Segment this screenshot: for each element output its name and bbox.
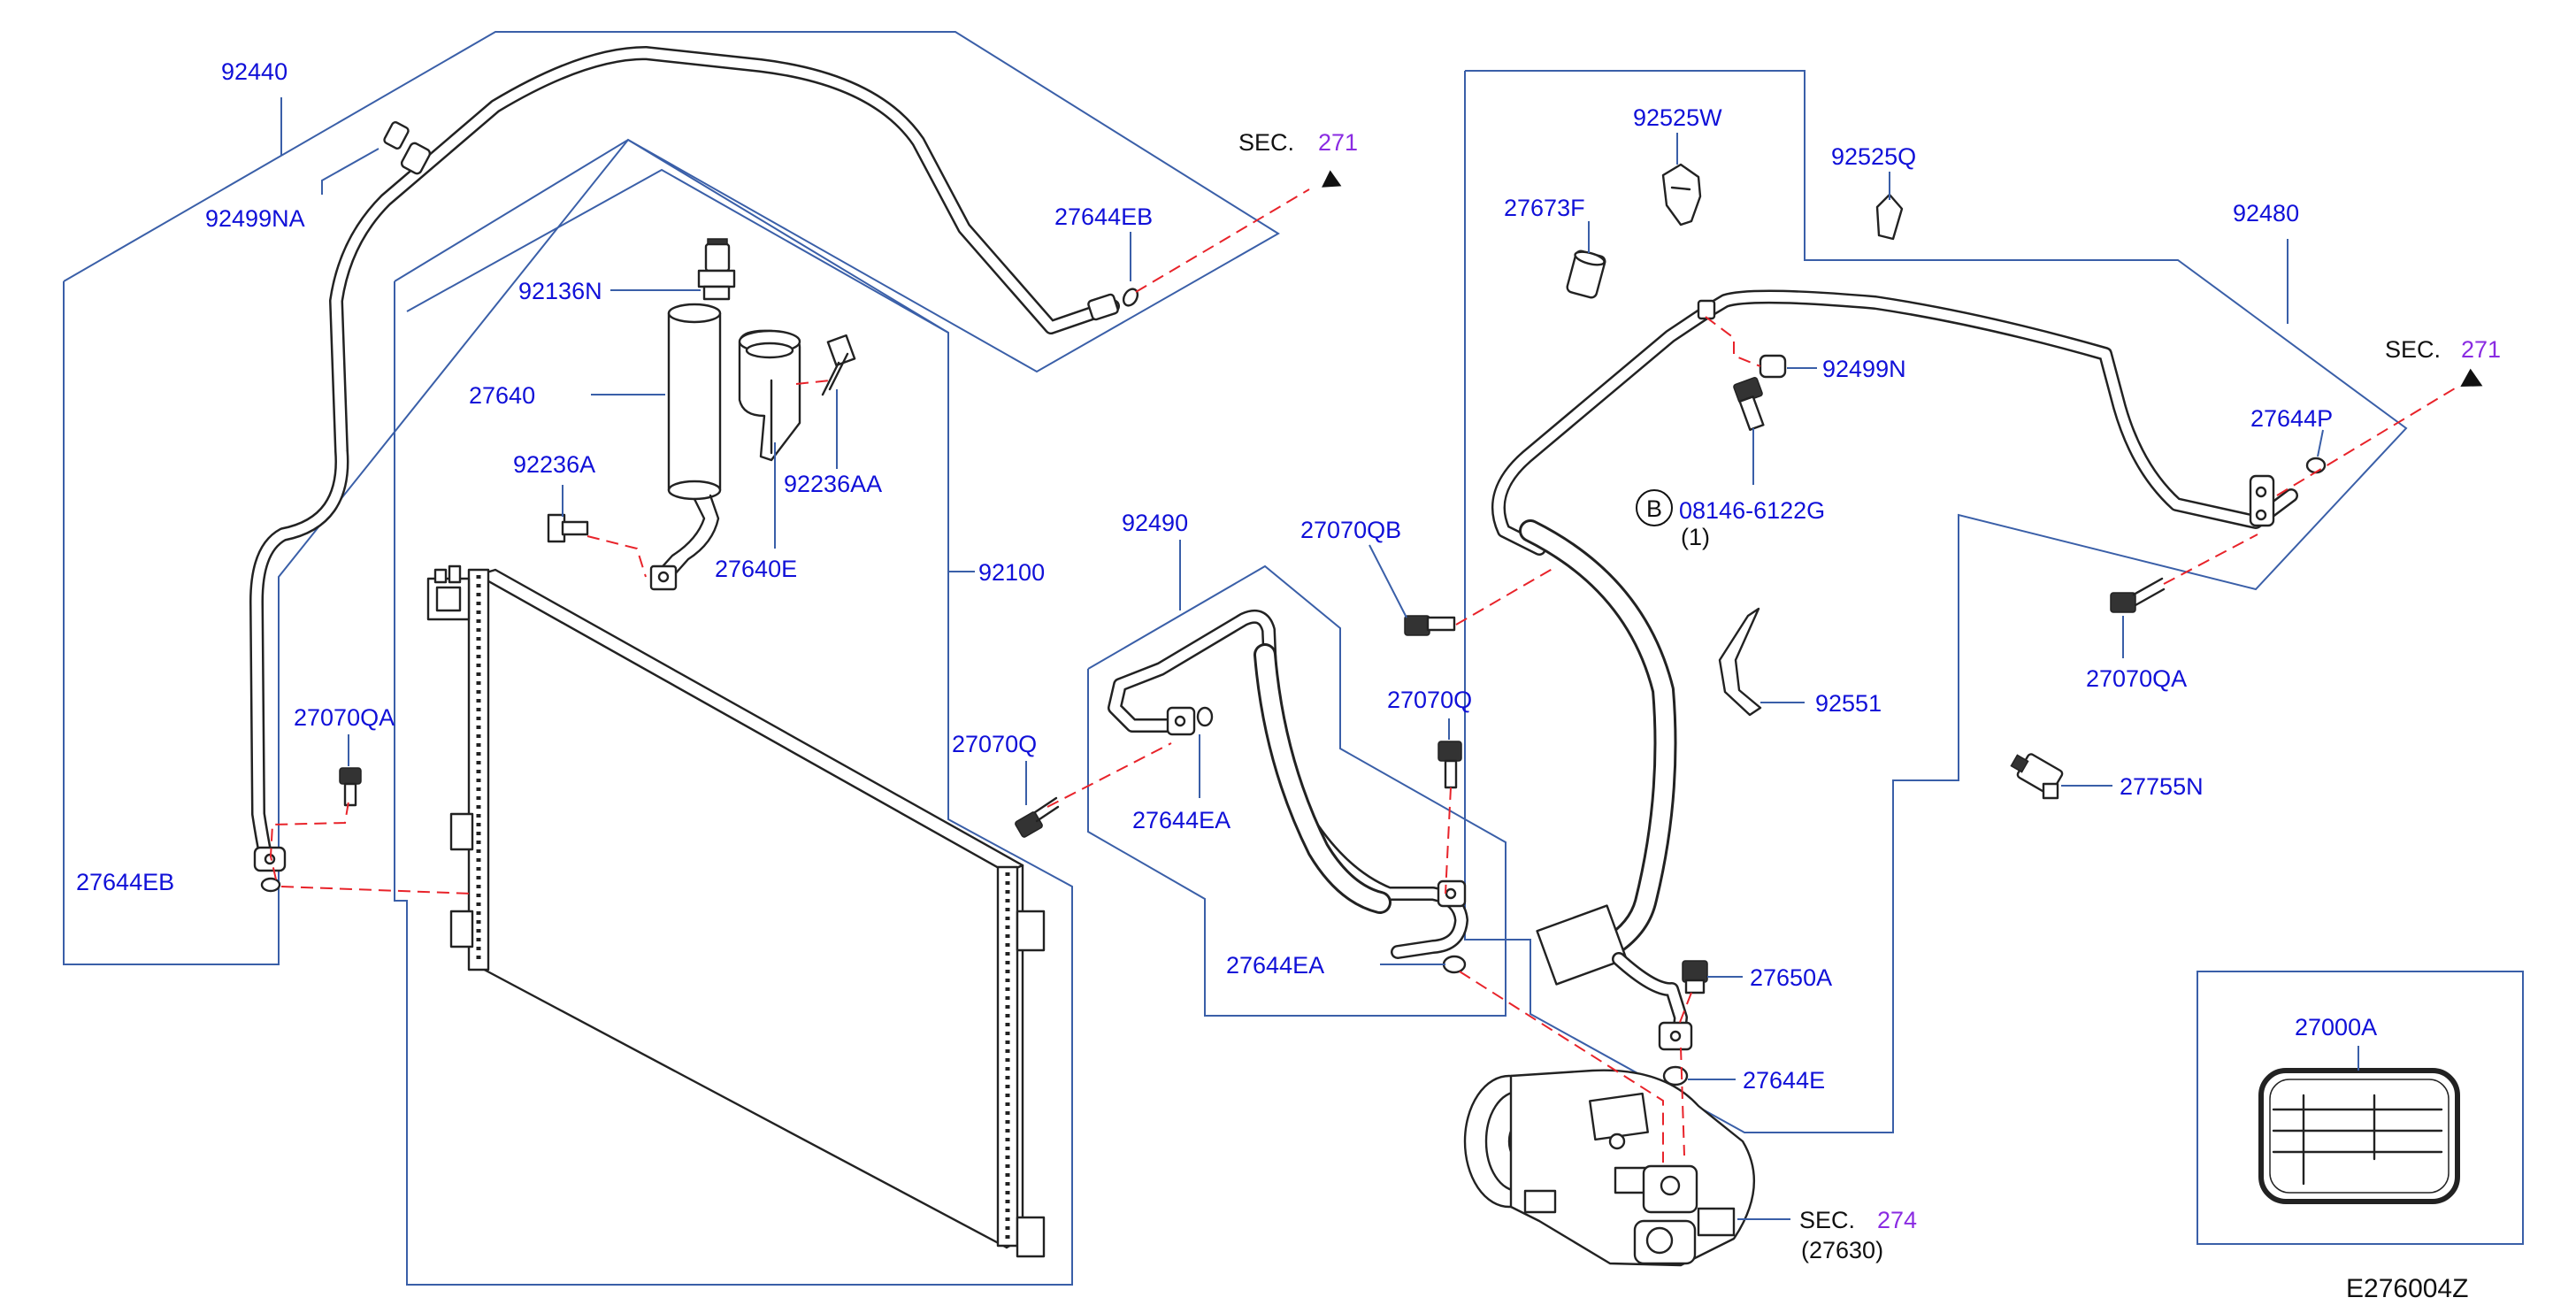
label-sec274-num: 274: [1877, 1207, 1917, 1233]
label-92136N: 92136N: [518, 278, 602, 304]
bolt-27070QA-left: [339, 767, 362, 807]
arrow-sec271-top: [1322, 170, 1342, 188]
label-27070Q-left: 27070Q: [952, 731, 1037, 757]
oring-27644P: [2305, 457, 2327, 474]
label-92480: 92480: [2233, 200, 2299, 227]
boundary-92100-inner: [406, 168, 949, 334]
condenser-92100: [426, 564, 1046, 1258]
oring-27644EB-top: [1122, 288, 1139, 307]
bolt-92236A: [547, 513, 589, 543]
label-27755N: 27755N: [2120, 773, 2204, 800]
label-92499NA: 92499NA: [205, 205, 305, 232]
label-27644E: 27644E: [1743, 1067, 1825, 1094]
label-sec271-right-num: 271: [2461, 336, 2501, 363]
label-27070QA-left: 27070QA: [294, 704, 395, 731]
label-sec271-top-num: 271: [1318, 129, 1358, 156]
pipe-92440: [249, 46, 1120, 872]
label-27630: (27630): [1801, 1237, 1883, 1263]
cap-92499NA-2: [400, 142, 432, 175]
label-27640: 27640: [469, 382, 535, 409]
hose-92480: [1491, 289, 2298, 1051]
hose-92490: [1108, 610, 1468, 959]
bolt-08146-6122G: [1733, 376, 1765, 431]
label-27070QB: 27070QB: [1300, 517, 1401, 543]
label-92499N: 92499N: [1822, 356, 1906, 382]
bolt-27070QB: [1404, 615, 1456, 636]
bracket-27640E: [738, 329, 801, 462]
part-labels: 92440 92499NA 92136N 27640 92236A 92236A…: [76, 58, 2501, 1303]
label-08146-6122G: 08146-6122G: [1679, 497, 1825, 524]
label-sec274-prefix: SEC.: [1799, 1207, 1855, 1233]
label-92236A: 92236A: [513, 451, 595, 478]
leader-lines: [280, 97, 2359, 1220]
compressor-27630: [1463, 1069, 1756, 1267]
condenser-inlet-block: [426, 564, 471, 621]
oring-27644EA-2: [1442, 955, 1467, 974]
label-27644EA-2: 27644EA: [1226, 952, 1324, 979]
label-27640E: 27640E: [715, 556, 797, 582]
label-92525Q: 92525Q: [1831, 143, 1916, 170]
label-27070Q-mid: 27070Q: [1387, 687, 1472, 713]
cap-92499N: [1759, 354, 1787, 379]
cap-92499NA-1: [383, 121, 410, 150]
label-27644P: 27644P: [2250, 405, 2333, 432]
boundary-92490: [1087, 564, 1506, 1017]
label-92236AA: 92236AA: [784, 471, 882, 497]
label-27644EA-1: 27644EA: [1132, 807, 1230, 833]
label-92551: 92551: [1815, 690, 1882, 717]
connection-lines: [269, 188, 2460, 1163]
oring-27644EB-left: [260, 877, 281, 893]
oring-27644E: [1662, 1065, 1689, 1086]
label-92525W: 92525W: [1633, 104, 1722, 131]
label-b-letter: B: [1646, 495, 1662, 522]
label-92490: 92490: [1122, 510, 1188, 536]
clip-92525Q: [1875, 193, 1904, 241]
bolt-27070QA-right: [2110, 577, 2166, 613]
oring-27644EA-1: [1196, 706, 1214, 727]
label-27673F: 27673F: [1504, 195, 1585, 221]
label-sec271-top-prefix: SEC.: [1238, 129, 1294, 156]
label-27000A: 27000A: [2295, 1014, 2377, 1040]
condenser-right-tank: [996, 865, 1019, 1248]
nut-27650A: [1682, 960, 1708, 994]
diagram-code: E276004Z: [2346, 1274, 2468, 1303]
arrow-sec271-right: [2460, 368, 2483, 387]
boundary-92480: [1464, 70, 2408, 1133]
label-sec271-right-prefix: SEC.: [2385, 336, 2441, 363]
bolt-92236AA: [821, 334, 856, 396]
label-92440: 92440: [221, 58, 288, 85]
label-27650A: 27650A: [1750, 964, 1832, 991]
boundary-92100: [394, 138, 1073, 1286]
fitting-92440-top: [1087, 293, 1119, 321]
label-qty-08146: (1): [1681, 524, 1710, 550]
label-92100: 92100: [978, 559, 1045, 586]
boundary-lines: [63, 31, 2524, 1286]
bracket-92551: [1718, 607, 1762, 717]
label-27644EB-left: 27644EB: [76, 869, 174, 895]
sleeve-27673F: [1566, 250, 1606, 299]
sensor-27755N: [2010, 753, 2064, 800]
clip-92525W: [1661, 163, 1702, 227]
receiver-drier-27640: [649, 303, 722, 591]
boundary-27000A: [2196, 971, 2524, 1245]
label-27644EB-top: 27644EB: [1054, 203, 1153, 230]
label-plate-27000A: [2258, 1068, 2460, 1204]
label-27070QA-right: 27070QA: [2086, 665, 2187, 692]
pressure-switch-92136N: [697, 238, 736, 301]
b-circle: [1636, 489, 1673, 526]
boundary-92440: [63, 31, 1280, 965]
bolt-27070Q-mid: [1438, 741, 1462, 789]
bolt-27070Q-left: [1015, 796, 1060, 838]
